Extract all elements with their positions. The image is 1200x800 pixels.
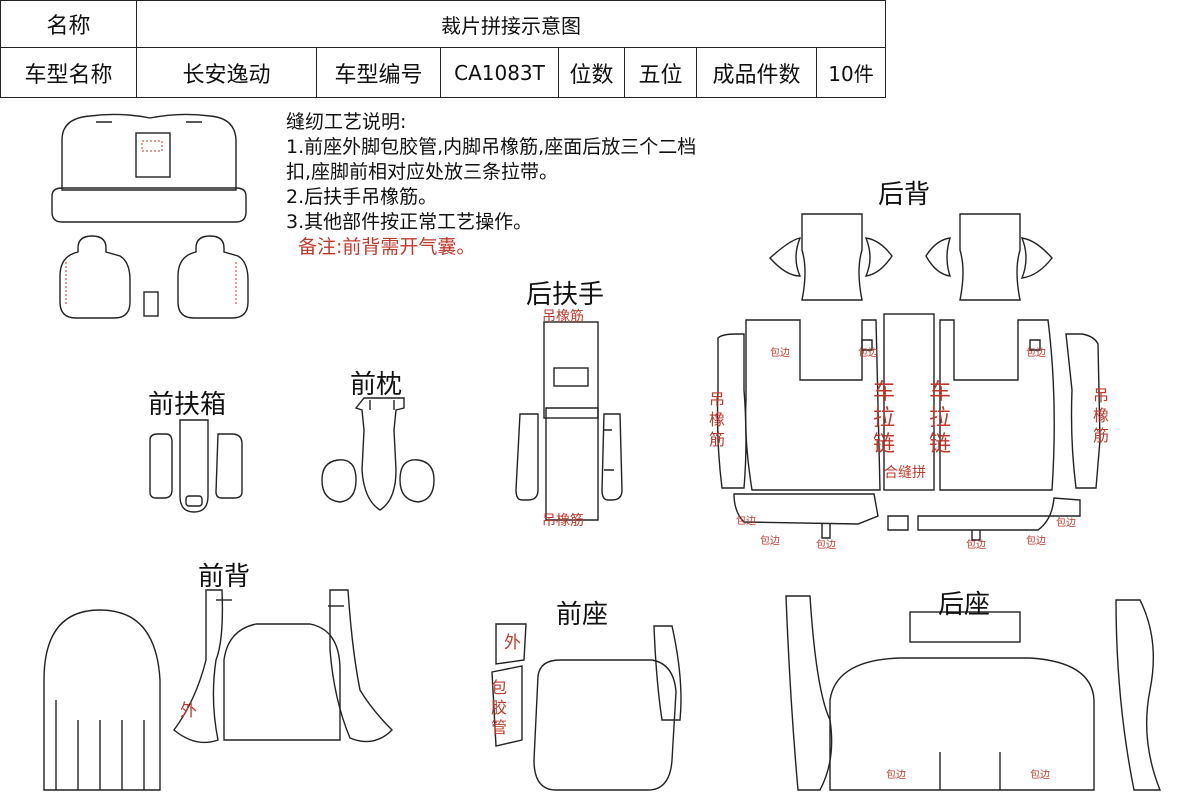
- label-front-seat: 前座: [556, 600, 609, 630]
- notes-line-3: 2.后扶手吊橡筋。: [286, 186, 438, 208]
- rear-back-top-pieces: [769, 213, 1053, 301]
- sewing-notes: 缝纫工艺说明: 1.前座外脚包胶管,内脚吊橡筋,座面后放三个二档 扣,座脚前相对…: [286, 110, 696, 260]
- annotation-binding-5: 包边: [760, 536, 780, 547]
- annotation-binding-7: 包边: [966, 540, 986, 551]
- annotation-front-seat-piping: 包胶管: [490, 678, 507, 737]
- seats-label: 位数: [559, 48, 625, 97]
- annotation-binding-9: 包边: [1056, 518, 1076, 529]
- annotation-rear-back-elastic-right: 吊橡筋: [1092, 386, 1109, 445]
- model-code-label: 车型编号: [317, 48, 441, 97]
- annotation-binding-3: 包边: [1026, 348, 1046, 359]
- annotation-binding-1: 包边: [770, 348, 790, 359]
- rear-back-main-pieces: [716, 313, 1101, 541]
- pieces-label: 成品件数: [697, 48, 817, 97]
- label-rear-seat: 后座: [938, 590, 991, 620]
- rear-seat-pieces: [785, 595, 1162, 791]
- annotation-zipper-left: 车拉链: [872, 380, 895, 457]
- name-label: 名称: [1, 1, 137, 47]
- annotation-binding-8: 包边: [1026, 536, 1046, 547]
- notes-remark: 备注:前背需开气囊。: [298, 236, 476, 258]
- annotation-binding-4: 包边: [736, 516, 756, 527]
- annotation-binding-2: 包边: [858, 348, 878, 359]
- annotation-front-back-outer: 外: [180, 701, 197, 721]
- notes-line-4: 3.其他部件按正常工艺操作。: [286, 211, 533, 233]
- notes-heading: 缝纫工艺说明:: [286, 111, 407, 133]
- label-front-back: 前背: [198, 562, 251, 592]
- rear-armrest-pieces: [515, 321, 623, 521]
- header-row-2: 车型名称 长安逸动 车型编号 CA1083T 位数 五位 成品件数 10件: [1, 48, 885, 97]
- diagram-title: 裁片拼接示意图: [441, 13, 581, 38]
- annotation-armrest-elastic-bottom: 吊橡筋: [542, 513, 584, 529]
- annotation-join-seam: 合缝拼: [884, 465, 926, 481]
- pieces-value: 10件: [828, 62, 874, 86]
- label-rear-armrest: 后扶手: [526, 280, 605, 310]
- header-table: 名称 裁片拼接示意图 车型名称 长安逸动 车型编号 CA1083T 位数 五位 …: [0, 0, 886, 98]
- seats-value: 五位: [625, 48, 697, 97]
- annotation-binding-6: 包边: [816, 540, 836, 551]
- annotation-armrest-elastic-top: 吊橡筋: [542, 309, 584, 325]
- model-code: CA1083T: [441, 48, 559, 97]
- model-name: 长安逸动: [137, 48, 317, 97]
- front-headrest-pieces: [321, 397, 435, 511]
- notes-line-1: 1.前座外脚包胶管,内脚吊橡筋,座面后放三个二档: [286, 136, 697, 158]
- annotation-front-seat-outer: 外: [504, 633, 521, 653]
- model-name-label: 车型名称: [1, 48, 137, 97]
- front-seat-pieces: [491, 623, 682, 791]
- annotation-rear-back-elastic-left: 吊橡筋: [708, 390, 725, 449]
- header-row-1: 名称 裁片拼接示意图: [1, 1, 885, 48]
- label-rear-back: 后背: [878, 180, 931, 210]
- label-front-armbox: 前扶箱: [148, 390, 227, 420]
- seat-preview-rear-bench: [51, 113, 247, 223]
- annotation-binding-10: 包边: [886, 770, 906, 781]
- notes-line-2: 扣,座脚前相对应处放三条拉带。: [286, 161, 559, 183]
- annotation-zipper-right: 车拉链: [928, 380, 951, 457]
- front-back-pieces: [43, 589, 393, 791]
- front-armbox-pieces: [149, 419, 243, 513]
- annotation-binding-11: 包边: [1030, 770, 1050, 781]
- seat-preview-front-seats: [59, 235, 249, 319]
- label-front-headrest: 前枕: [350, 370, 403, 400]
